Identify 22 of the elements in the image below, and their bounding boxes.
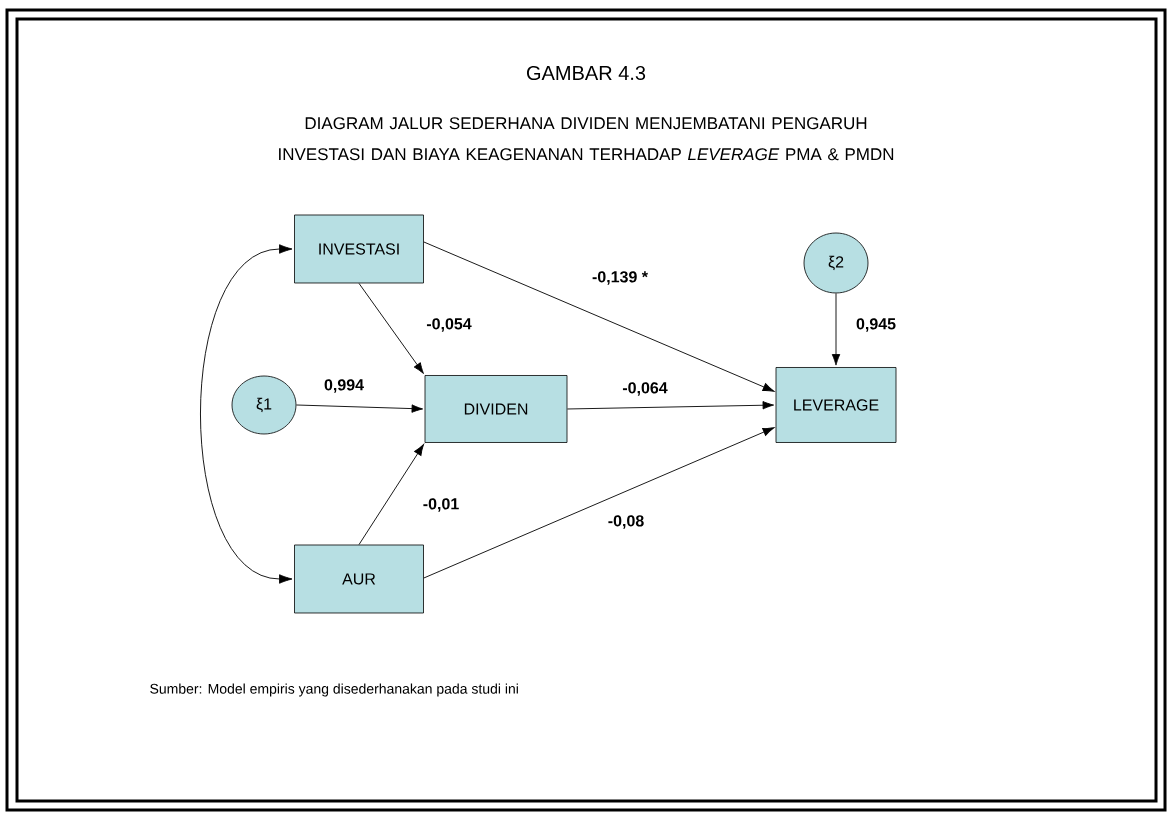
arrow: [566, 401, 775, 410]
subtitle: DIAGRAM JALUR SEDERHANA DIVIDEN MENJEMBATANI PENGARUH INVESTASI DAN BIAYA KEAGENANAN TERHADAP LEVERAGE PMA & PMDN: [279, 117, 894, 161]
arrow: [831, 292, 841, 366]
edge-label: -0,08: [608, 515, 644, 529]
variable-box: AUR: [294, 544, 424, 614]
variable-box: LEVERAGE: [775, 367, 897, 443]
arrow: [358, 444, 424, 546]
arrow: [358, 282, 424, 374]
edge-label: -0,01: [423, 498, 459, 512]
curved-arrow: [200, 244, 293, 584]
source-note: Sumber: Model empiris yang disederhanakan pada studi ini: [150, 683, 518, 697]
arrow: [295, 404, 424, 413]
edge-label: 0,945: [856, 318, 896, 332]
arrow: [423, 427, 775, 579]
edge-label: -0,139 *: [592, 271, 648, 285]
edge-label: -0,064: [622, 382, 668, 396]
variable-box: INVESTASI: [294, 214, 424, 284]
edge-label: -0,054: [426, 318, 472, 332]
variable-box: DIVIDEN: [424, 375, 568, 443]
title: GAMBAR 4.3: [527, 65, 646, 81]
edge-label: 0,994: [324, 379, 364, 393]
arrow: [423, 241, 775, 392]
